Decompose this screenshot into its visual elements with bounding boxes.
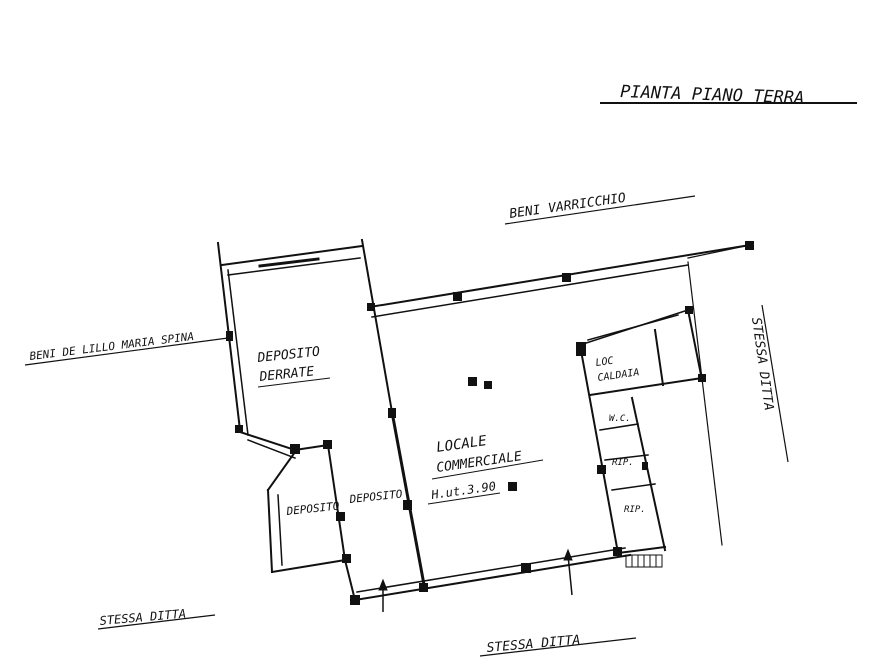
- neighbor-south-line: [479, 637, 637, 657]
- room-label-rip-1: RIP.: [612, 458, 634, 468]
- outer-walls: [216, 238, 752, 602]
- room-label-rip-2: RIP.: [624, 505, 646, 515]
- room-underline-locale: [431, 459, 544, 480]
- entrance-arrows: [378, 548, 573, 612]
- room-label-deposito-mid: DEPOSITO: [348, 487, 403, 506]
- neighbor-north: BENI VARRICCHIO: [508, 191, 627, 222]
- neighbor-east-line: [761, 304, 789, 463]
- room-label-deposito-derrate-1: DEPOSITO: [256, 344, 321, 366]
- pillars: [226, 241, 754, 605]
- neighbor-south: STESSA DITTA: [486, 633, 581, 656]
- room-underline-derrate: [257, 377, 331, 388]
- neighbor-west: BENI DE LILLO MARIA SPINA: [29, 330, 195, 363]
- room-label-deposito-small: DEPOSITO: [285, 499, 340, 518]
- room-label-caldaia-2: CALDAIA: [597, 367, 640, 384]
- neighbor-south-left: STESSA DITTA: [99, 606, 187, 628]
- room-underline-height: [427, 492, 501, 505]
- room-label-wc: W.C.: [609, 414, 631, 424]
- neighbor-north-line: [504, 195, 696, 225]
- plan-title: PIANTA PIANO TERRA: [620, 82, 805, 108]
- room-label-caldaia-1: LOC: [595, 356, 614, 369]
- neighbor-west-line: [24, 337, 229, 366]
- room-label-locale-1: LOCALE: [435, 433, 488, 456]
- room-label-deposito-derrate-2: DERRATE: [258, 364, 315, 385]
- stair-hatch: [625, 554, 663, 568]
- neighbor-south-left-line: [97, 614, 216, 630]
